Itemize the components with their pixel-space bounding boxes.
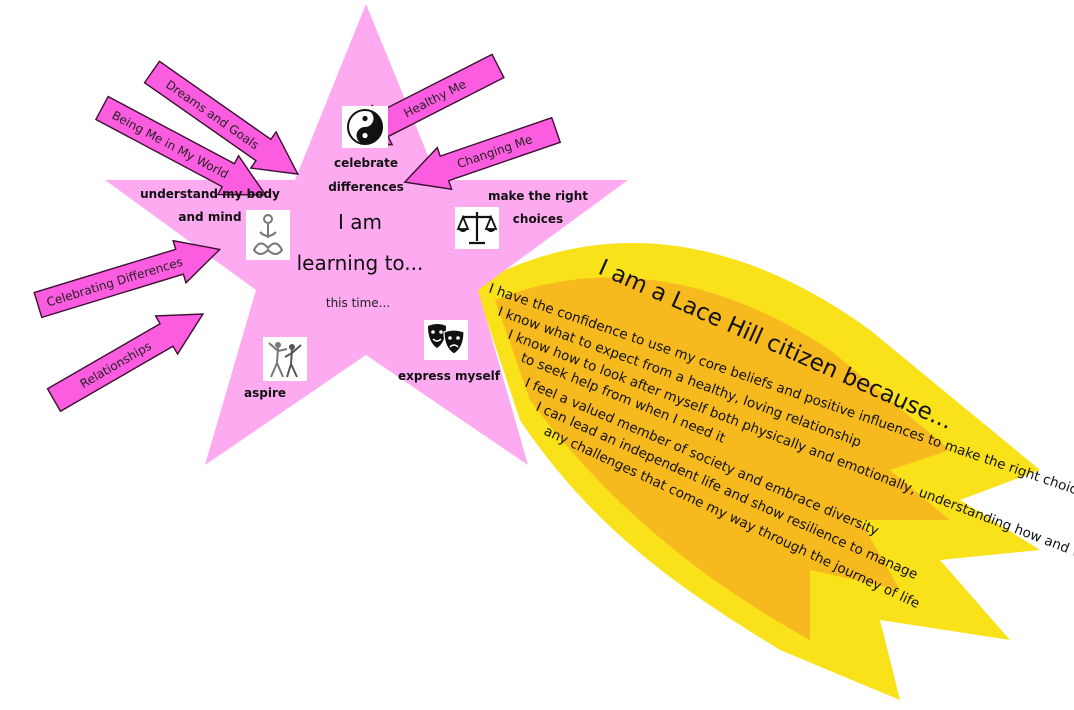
comet-inner-flame xyxy=(495,277,950,640)
arrow-shape xyxy=(403,116,562,191)
arrow-shape xyxy=(94,95,267,196)
yin-yang-icon xyxy=(342,106,388,148)
theatre-masks-icon xyxy=(424,320,468,360)
point-label-top-1: celebrate xyxy=(334,156,398,170)
arrow-shape xyxy=(33,239,222,319)
arrow-shape xyxy=(46,313,205,413)
star-headline-1: I am xyxy=(338,210,382,234)
point-label-bottom-right: express myself xyxy=(398,369,501,383)
point-label-bottom-left: aspire xyxy=(244,386,286,400)
scales-icon xyxy=(455,207,499,249)
topic-arrow: Relationships xyxy=(46,313,205,413)
arrow-shape xyxy=(143,60,300,175)
meditation-icon xyxy=(246,210,290,260)
point-label-left-2: and mind xyxy=(178,210,241,224)
star-subline: this time... xyxy=(326,296,390,310)
learning-star xyxy=(105,4,628,465)
star-headline-2: learning to... xyxy=(297,251,424,275)
comet-tail xyxy=(475,242,1040,701)
point-label-left-1: understand my body xyxy=(140,187,280,201)
point-label-top-2: differences xyxy=(328,180,404,194)
point-label-right-1: make the right xyxy=(488,189,588,203)
point-label-right-2: choices xyxy=(513,212,563,226)
dancers-icon xyxy=(263,337,307,381)
arrow-label: Celebrating Differences xyxy=(45,255,184,310)
